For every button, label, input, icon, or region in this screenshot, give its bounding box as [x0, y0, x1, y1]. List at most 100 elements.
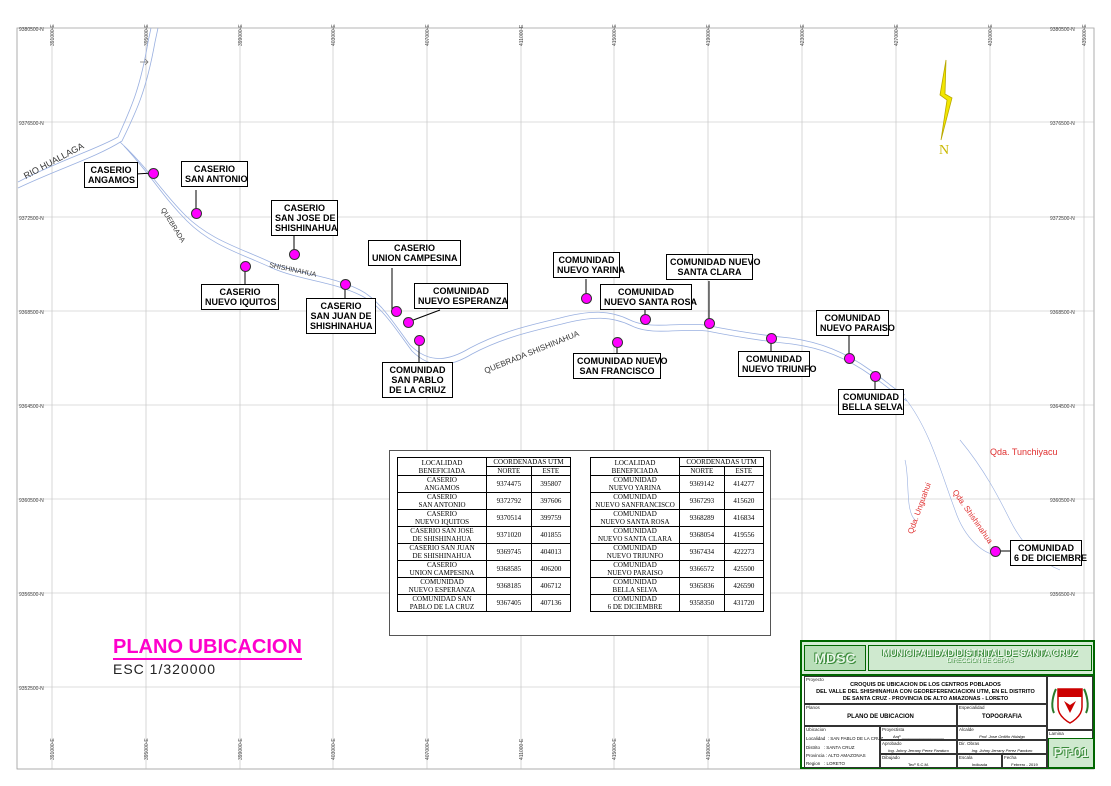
dot-union-campesina[interactable]	[391, 306, 402, 317]
provincia-row: Provincia : ALTO AMAZONAS	[806, 753, 866, 758]
cell-norte: 9371020	[486, 526, 532, 544]
grid-label-easting: 411000-E	[519, 738, 525, 760]
header-norte: NORTE	[679, 466, 725, 476]
dot-angamos[interactable]	[148, 168, 159, 179]
dot-nuevo-triunfo[interactable]	[766, 333, 777, 344]
cell-este: 395807	[530, 475, 572, 493]
cell-norte: 9366572	[679, 560, 725, 578]
grid-label-northing: 9352500-N	[19, 686, 44, 692]
grid-label-easting: 415000-E	[612, 24, 618, 46]
dot-nuevo-paraiso[interactable]	[844, 353, 855, 364]
distrito-row: Distrito : SANTA CRUZ	[806, 745, 855, 750]
dibujado-cell: Dibujado Tecº S.C.M.	[880, 754, 957, 768]
cell-este: 406200	[530, 560, 572, 578]
cell-norte: 9367293	[679, 492, 725, 510]
grid-label-easting: 427000-E	[894, 24, 900, 46]
cell-norte: 9367434	[679, 543, 725, 561]
cell-este: 416834	[723, 509, 765, 527]
grid-label-easting: 403000-E	[331, 738, 337, 760]
river-label-tunchiyacu: Qda. Tunchiyacu	[990, 447, 1058, 457]
cell-norte: 9365836	[679, 577, 725, 595]
grid-label-easting: 419000-E	[706, 738, 712, 760]
grid-label-easting: 407000-E	[425, 24, 431, 46]
cell-norte: 9368289	[679, 509, 725, 527]
dot-san-antonio[interactable]	[191, 208, 202, 219]
dot-6-diciembre[interactable]	[990, 546, 1001, 557]
grid-label-northing: 9356500-N	[19, 592, 44, 598]
grid-label-easting: 395000-E	[144, 24, 150, 46]
alcalde-cell: Alcalde Prof. Jose Ordiño Hidalgo	[957, 726, 1047, 740]
header-este: ESTE	[530, 466, 572, 476]
dot-nueva-esperanza[interactable]	[403, 317, 414, 328]
dot-nuevo-yarina[interactable]	[581, 293, 592, 304]
ubicacion-cell: Ubicacion	[804, 726, 880, 768]
cell-norte: 9368185	[486, 577, 532, 595]
header-coordenadas: COORDENADAS UTM	[486, 457, 571, 467]
cell-este: 407136	[530, 594, 572, 612]
cell-norte: 9368054	[679, 526, 725, 544]
grid-label-northing: 9372500-N	[19, 216, 44, 222]
municipality-name: MUNICIPALIDAD DISTRITAL DE SANTA CRUZ DI…	[868, 645, 1092, 671]
dot-nuevo-san-francisco[interactable]	[612, 337, 623, 348]
planos-cell: Planos PLANO DE UBICACION	[804, 704, 957, 726]
title-block-header: MDSC MUNICIPALIDAD DISTRITAL DE SANTA CR…	[802, 642, 1093, 676]
cell-este: 401855	[530, 526, 572, 544]
dot-san-juan[interactable]	[340, 279, 351, 290]
grid-label-easting: 419000-E	[706, 24, 712, 46]
dot-bella-selva[interactable]	[870, 371, 881, 382]
quebrada-shishinahua	[119, 141, 908, 402]
dot-nuevo-santa-clara[interactable]	[704, 318, 715, 329]
fecha-cell: Fecha Febrero - 2019	[1002, 754, 1047, 768]
north-arrow-icon	[939, 59, 953, 141]
grid-label-easting: 399000-E	[238, 24, 244, 46]
lamina-number: PT-01	[1048, 738, 1094, 768]
grid-label-easting: 407000-E	[425, 738, 431, 760]
dot-nuevo-iquitos[interactable]	[240, 261, 251, 272]
proyecto-cell: Proyecto CROQUIS DE UBICACION DE LOS CEN…	[804, 676, 1047, 704]
plano-title: PLANO UBICACION	[113, 636, 302, 660]
grid-label-northing: 9368500-N	[1050, 310, 1075, 316]
grid-label-easting: 431000-E	[988, 24, 994, 46]
localidad-row: Localidad : SAN PABLO DE LA CRUZ	[806, 736, 884, 741]
cell-este: 404013	[530, 543, 572, 561]
grid-label-northing: 9364500-N	[1050, 404, 1075, 410]
cell-este: 419556	[723, 526, 765, 544]
cell-norte: 9369745	[486, 543, 532, 561]
dot-san-jose[interactable]	[289, 249, 300, 260]
dot-nuevo-santa-rosa[interactable]	[640, 314, 651, 325]
grid-label-easting: 411000-E	[519, 24, 525, 46]
dot-san-pablo[interactable]	[414, 335, 425, 346]
